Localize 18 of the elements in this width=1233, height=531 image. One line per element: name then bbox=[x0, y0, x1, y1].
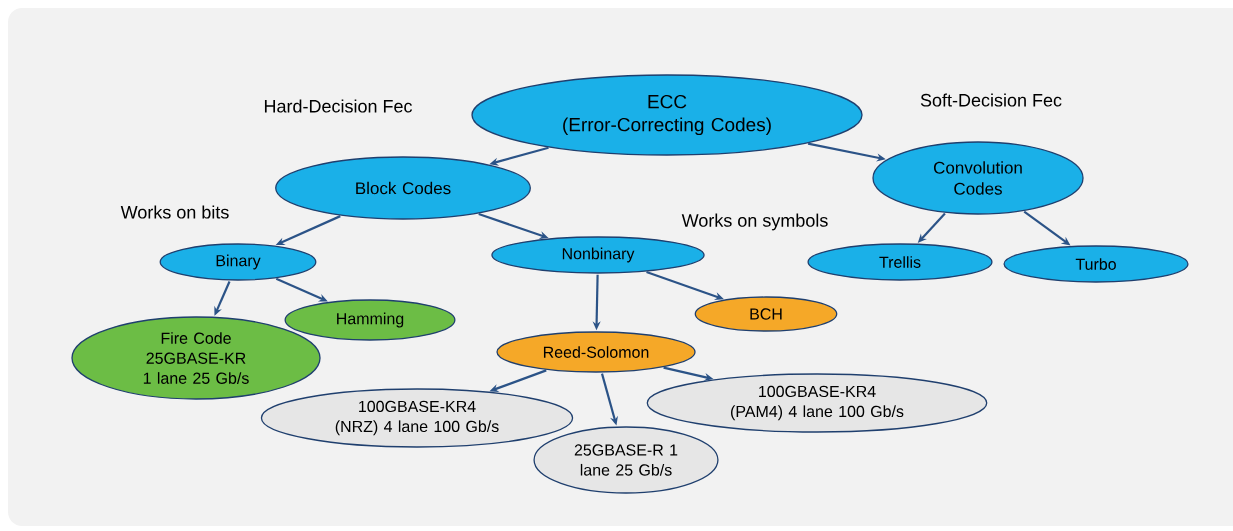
ellipse-node: Nonbinary bbox=[491, 236, 705, 274]
ellipse-node: 100GBASE-KR4 (NRZ) 4 lane 100 Gb/s bbox=[260, 388, 574, 448]
ellipse-node: Trellis bbox=[807, 243, 993, 281]
ellipse-node: Hamming bbox=[284, 299, 456, 341]
annotation-text: Works on bits bbox=[120, 205, 229, 219]
ellipse-node: 100GBASE-KR4 (PAM4) 4 lane 100 Gb/s bbox=[646, 373, 988, 433]
annotation-text: Hard-Decision Fec bbox=[264, 99, 412, 113]
ellipse-node: Convolution Codes bbox=[872, 141, 1084, 215]
ellipse-node: Fire Code 25GBASE-KR 1 lane 25 Gb/s bbox=[71, 316, 321, 400]
ellipse-node: Binary bbox=[159, 243, 317, 281]
ellipse-node: 25GBASE-R 1 lane 25 Gb/s bbox=[533, 426, 719, 494]
ellipse-node: Block Codes bbox=[275, 156, 531, 220]
ellipse-node: Turbo bbox=[1003, 245, 1189, 283]
annotation-text: Soft-Decision Fec bbox=[920, 93, 1062, 107]
ellipse-node: Reed-Solomon bbox=[496, 331, 696, 373]
ellipse-node: ECC (Error-Correcting Codes) bbox=[471, 74, 863, 156]
annotation-text: Works on symbols bbox=[681, 213, 828, 231]
ellipse-node: BCH bbox=[694, 296, 838, 332]
